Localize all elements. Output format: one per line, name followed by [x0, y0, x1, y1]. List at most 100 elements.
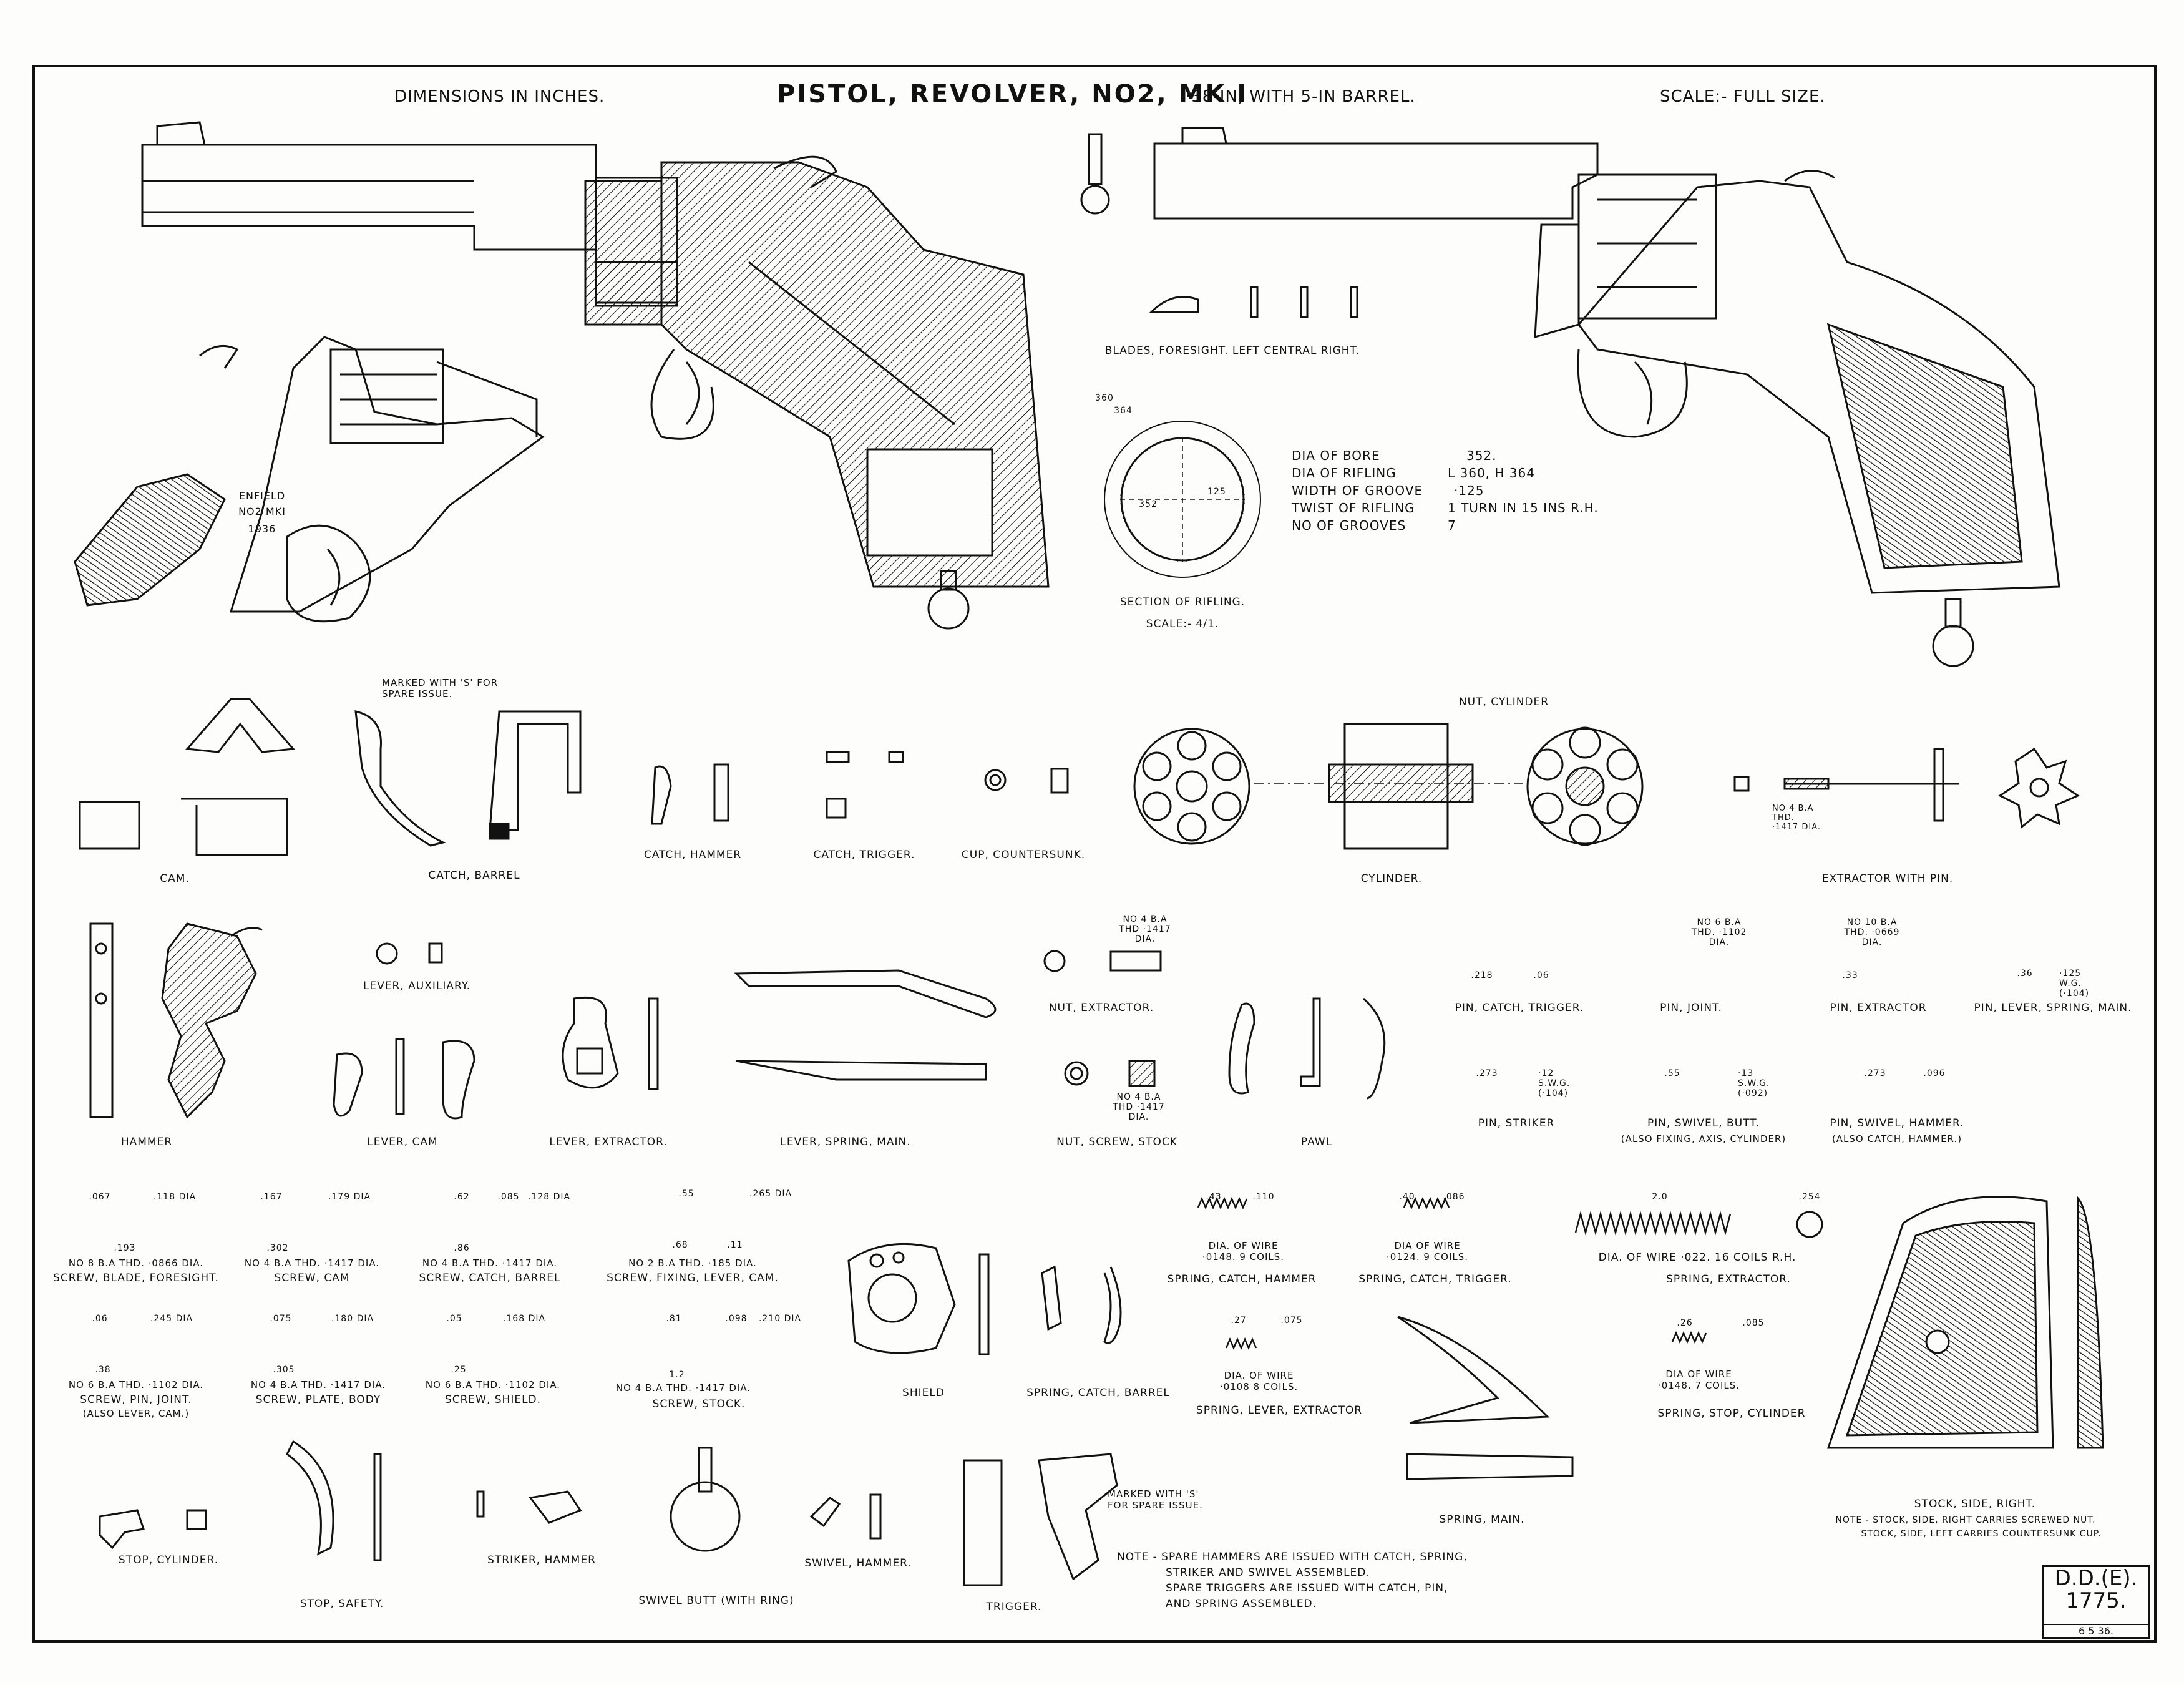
label-spring-catch-trigger: SPRING, CATCH, TRIGGER. [1358, 1273, 1512, 1286]
dim-screw-plate-body-2: .180 DIA [331, 1314, 374, 1324]
dim-pin-striker-1: .273 [1476, 1068, 1498, 1078]
label-nut-screw-stock-thread: No 4 B.A THD ·1417 DIA. [1113, 1092, 1165, 1122]
label-hammer: HAMMER [120, 1136, 173, 1148]
label-stock-note-2: STOCK, SIDE, LEFT CARRIES COUNTERSUNK CU… [1861, 1529, 2102, 1539]
drawing-code: D.D.(E). 1775. [2054, 1566, 2138, 1613]
label-pin-extractor: PIN, EXTRACTOR [1830, 1002, 1927, 1014]
dim-pin-swivel-butt-2: ·13 S.W.G. (·092) [1738, 1068, 1770, 1098]
label-spring-extractor-wire: DIA. OF WIRE ·022. 16 COILS R.H. [1598, 1251, 1796, 1264]
dim-pin-lever-spring-main-2: ·125 W.G. (·104) [2059, 969, 2090, 999]
dim-screw-catch-barrel-1: .62 [454, 1192, 470, 1202]
label-spare-note-2: MARKED WITH 'S' FOR SPARE ISSUE. [1108, 1488, 1203, 1511]
label-lever-extractor: LEVER, EXTRACTOR. [549, 1136, 668, 1148]
label-spring-lever-extractor: SPRING, LEVER, EXTRACTOR [1196, 1404, 1363, 1417]
drawing-title: PISTOL, REVOLVER, No2, Mk I [777, 80, 1249, 109]
dim-spring-catch-trigger-1: .40 [1399, 1192, 1415, 1202]
label-stop-safety: STOP, SAFETY. [300, 1598, 384, 1610]
label-catch-hammer: CATCH, HAMMER [643, 849, 742, 861]
dim-spring-extractor-2: .254 [1798, 1192, 1821, 1202]
dim-spring-catch-hammer-2: .110 [1252, 1192, 1275, 1202]
drawing-number-box: D.D.(E). 1775. 6 5 36. [2042, 1565, 2150, 1639]
dim-pin-striker-2: ·12 S.W.G. (·104) [1538, 1068, 1571, 1098]
label-pin-striker: PIN, STRIKER [1478, 1117, 1555, 1130]
label-spring-catch-trigger-wire: DIA OF WIRE ·0124. 9 COILS. [1386, 1240, 1469, 1263]
label-pawl: PAWL [1300, 1136, 1333, 1148]
dim-pin-catch-trigger-2: .06 [1533, 970, 1549, 980]
dim-screw-stock-2: .098 [725, 1314, 748, 1324]
dim-screw-stock-1: .81 [666, 1314, 682, 1324]
coil-springs [1197, 1196, 1823, 1480]
dim-screw-catch-barrel-4: .86 [454, 1243, 470, 1253]
dim-screw-pin-joint-2: .245 DIA [150, 1314, 193, 1324]
label-spring-lever-extractor-wire: DIA. OF WIRE ·0108 8 COILS. [1219, 1370, 1299, 1392]
label-nut-cylinder: NUT, CYLINDER [1458, 696, 1549, 708]
dim-pin-lever-spring-main-1: .36 [2017, 969, 2033, 979]
label-pin-swivel-butt-note: (ALSO FIXING, AXIS, CYLINDER) [1621, 1133, 1787, 1145]
label-trigger: TRIGGER. [986, 1601, 1042, 1613]
revolver-side-view [1153, 127, 2060, 667]
dim-pin-catch-trigger-1: .218 [1471, 970, 1493, 980]
rifling-dim-364: 364 [1114, 406, 1133, 416]
dim-screw-blade-2: .118 DIA [153, 1192, 197, 1202]
label-spring-catch-barrel: SPRING, CATCH, BARREL [1026, 1387, 1170, 1399]
extractor-with-pin-part [1733, 747, 2080, 829]
label-shield: SHIELD [902, 1387, 945, 1399]
rifling-dim-125: 125 [1207, 487, 1226, 497]
label-screw-shield-thread: No 6 B.A THD. ·1102 DIA. [425, 1379, 561, 1390]
dim-screw-shield-2: .168 DIA [502, 1314, 546, 1324]
label-screw-stock: SCREW, STOCK. [652, 1398, 746, 1410]
dim-screw-fixing-1: .55 [678, 1189, 695, 1199]
stock-side-part [1826, 1196, 2104, 1449]
label-pin-catch-trigger: PIN, CATCH, TRIGGER. [1455, 1002, 1584, 1014]
label-pin-lever-spring-main: PIN, LEVER, SPRING, MAIN. [1974, 1002, 2132, 1014]
label-screw-catch-barrel-thread: No 4 B.A THD. ·1417 DIA. [422, 1258, 558, 1269]
dim-screw-stock-3: .210 DIA [758, 1314, 802, 1324]
scale-note: SCALE:- FULL SIZE. [1660, 87, 1826, 106]
foresight-blades [1149, 286, 1358, 318]
dim-screw-fixing-4: .11 [727, 1240, 743, 1250]
dim-screw-catch-barrel-3: .128 DIA [527, 1192, 571, 1202]
label-screw-blade-foresight: SCREW, BLADE, FORESIGHT. [53, 1272, 219, 1284]
hammer-part [89, 922, 263, 1119]
pawl-part [1228, 997, 1386, 1100]
label-cylinder: CYLINDER. [1360, 872, 1423, 885]
label-lever-spring-main: LEVER, SPRING, MAIN. [780, 1136, 911, 1148]
label-spring-stop-cylinder-wire: DIA OF WIRE ·0148. 7 COILS. [1657, 1369, 1740, 1391]
dim-screw-shield-3: .25 [451, 1365, 467, 1375]
label-screw-plate-body: SCREW, PLATE, BODY [255, 1394, 381, 1406]
label-pin-extractor-thread: No 10 B.A THD. ·0669 DIA. [1844, 917, 1900, 947]
dim-screw-blade-3: .193 [114, 1243, 136, 1253]
dim-screw-plate-body-1: .075 [270, 1314, 292, 1324]
dim-screw-pin-joint-3: .38 [95, 1365, 111, 1375]
dim-screw-shield-1: .05 [446, 1314, 462, 1324]
revolver-section-view [141, 121, 1050, 630]
label-pin-swivel-hammer: PIN, SWIVEL, HAMMER. [1830, 1117, 1964, 1130]
label-extractor-pin-thread: No 4 B.A THD. ·1417 DIA. [1772, 804, 1821, 832]
label-screw-cam-thread: No 4 B.A THD. ·1417 DIA. [244, 1258, 380, 1269]
dim-screw-cam-3: .302 [266, 1243, 289, 1253]
dim-spring-extractor-1: 2.0 [1652, 1192, 1668, 1202]
lever-extractor-part [562, 996, 659, 1090]
label-screw-stock-thread: No 4 B.A THD. ·1417 DIA. [615, 1382, 751, 1394]
label-spring-stop-cylinder: SPRING, STOP, CYLINDER [1657, 1407, 1806, 1420]
label-nut-extractor: NUT, EXTRACTOR. [1048, 1002, 1154, 1014]
label-lever-cam: LEVER, CAM [367, 1136, 438, 1148]
label-swivel-butt: SWIVEL BUTT (WITH RING) [638, 1595, 794, 1607]
label-section-rifling: SECTION OF RIFLING. [1119, 596, 1246, 608]
lever-spring-main-part [734, 969, 997, 1081]
dim-pin-extractor: .33 [1842, 970, 1858, 980]
label-catch-trigger: CATCH, TRIGGER. [813, 849, 915, 861]
dim-screw-catch-barrel-2: .085 [497, 1192, 520, 1202]
label-pin-joint: PIN, JOINT. [1660, 1002, 1722, 1014]
label-pin-swivel-hammer-note: (ALSO CATCH, HAMMER.) [1831, 1133, 1962, 1145]
dim-pin-swivel-butt-1: .55 [1664, 1068, 1680, 1078]
label-cup-countersunk: CUP, COUNTERSUNK. [961, 849, 1086, 861]
label-cam: CAM. [160, 872, 190, 885]
label-screw-pin-joint-note: (ALSO LEVER, CAM.) [82, 1408, 190, 1419]
rifling-dim-352: 352 [1139, 499, 1158, 509]
dim-pin-swivel-hammer-1: .273 [1864, 1068, 1886, 1078]
dim-spring-stop-cylinder-2: .085 [1742, 1318, 1765, 1328]
label-screw-catch-barrel: SCREW, CATCH, BARREL [419, 1272, 561, 1284]
dim-spring-stop-cylinder-1: .26 [1677, 1318, 1693, 1328]
dim-screw-cam-1: .167 [260, 1192, 283, 1202]
